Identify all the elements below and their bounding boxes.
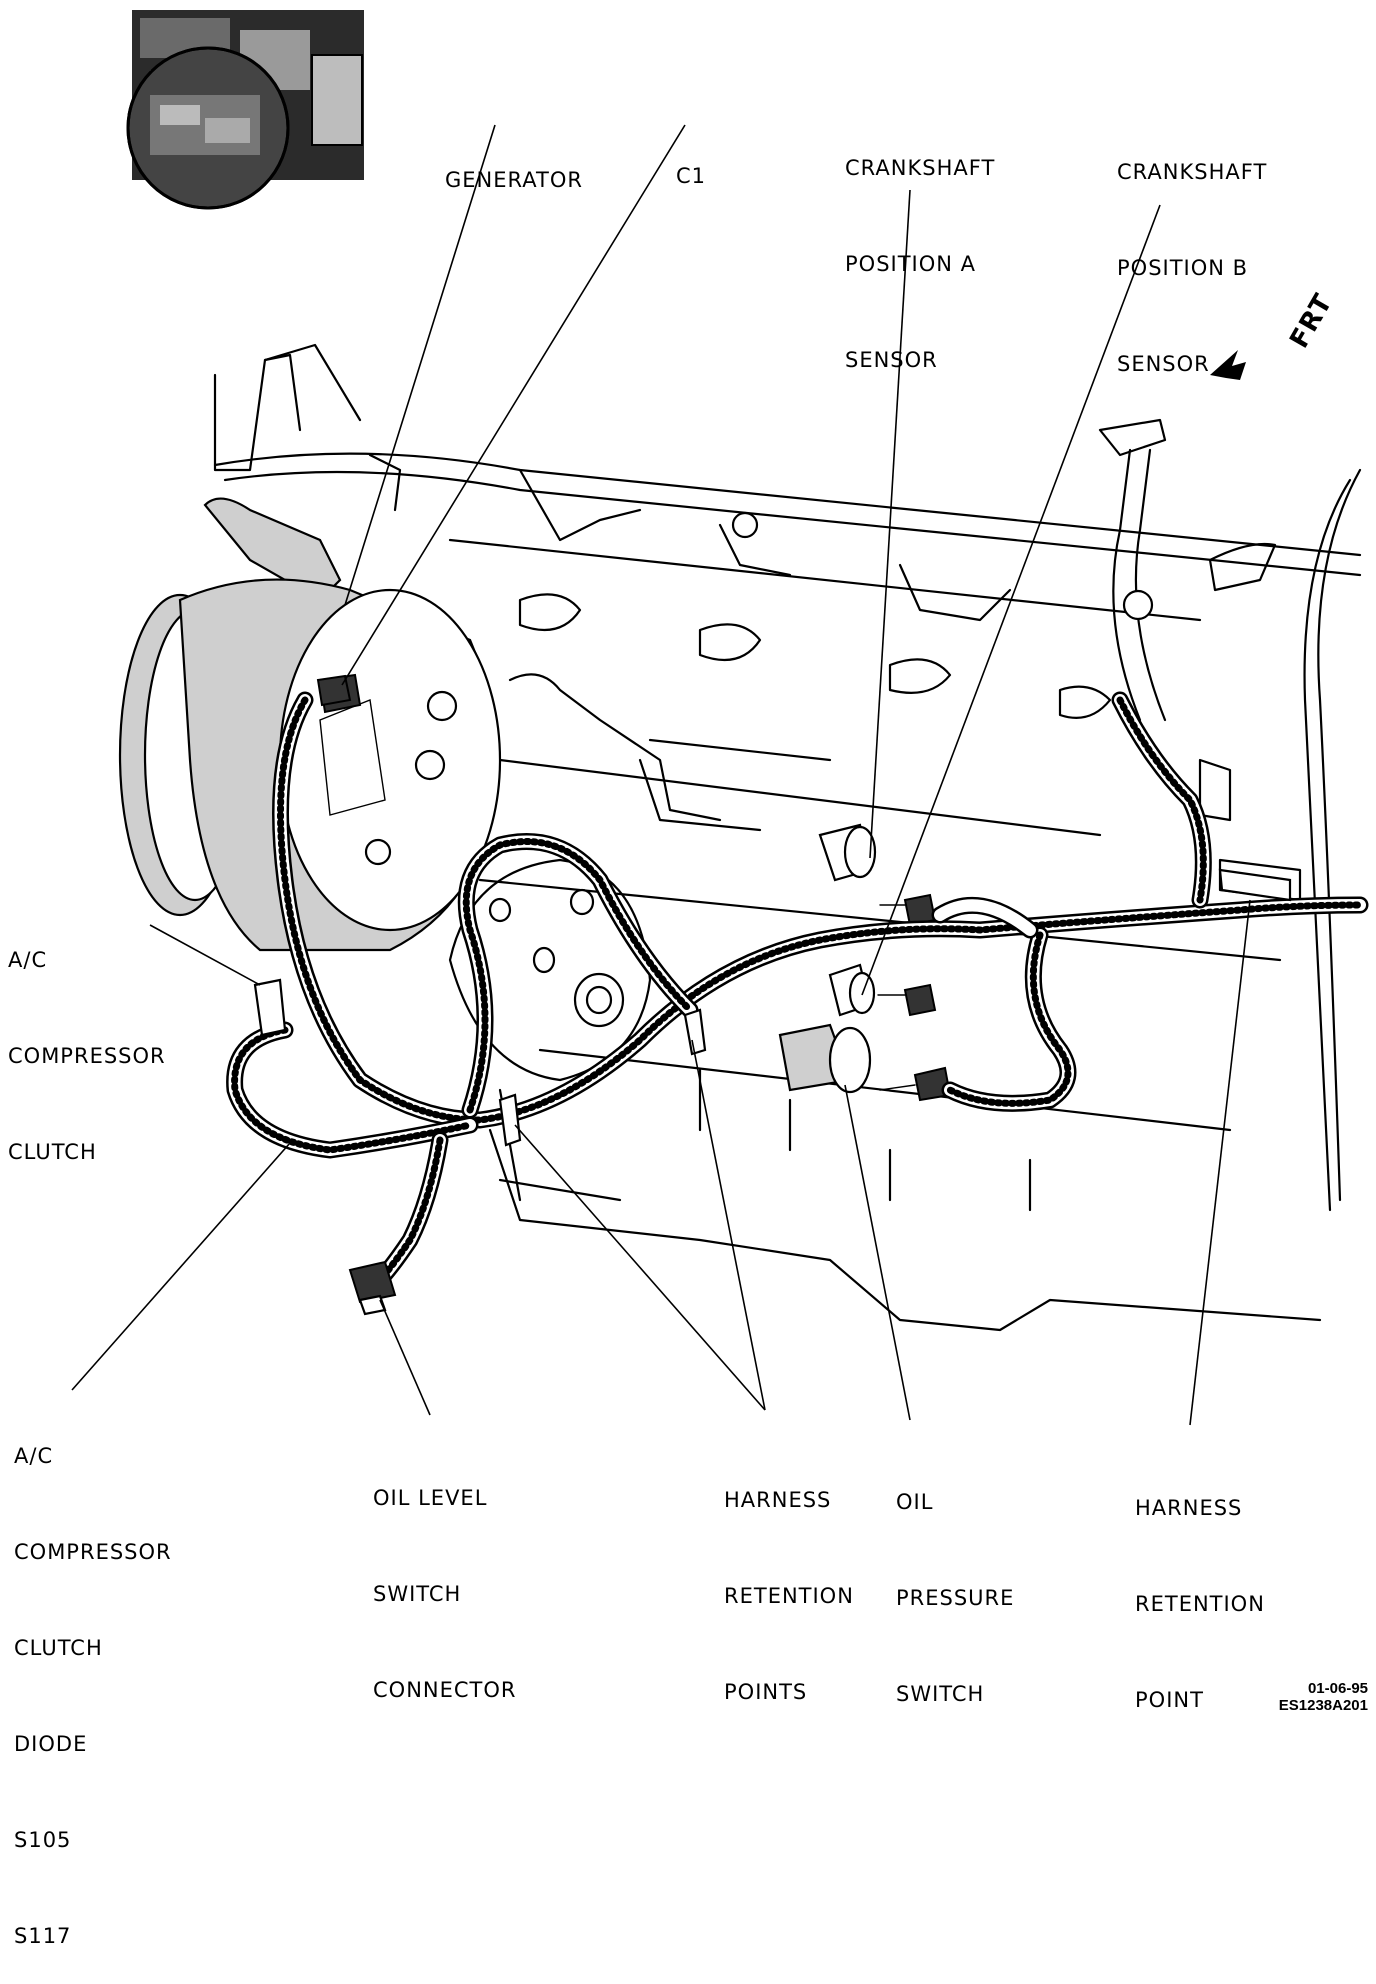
label-ac-compressor-clutch-diode: A/C COMPRESSOR CLUTCH DIODE S105 S117 [14, 1376, 172, 1984]
leader-harness-point [1189, 899, 1251, 1426]
label-generator: GENERATOR [445, 100, 583, 228]
engine-wiring-diagram [71, 10, 1369, 1426]
label-harness-retention-points: HARNESS RETENTION POINTS [724, 1420, 854, 1740]
leader-harness-points-2 [514, 1124, 766, 1411]
leader-crank-a [869, 189, 911, 859]
label-line: S105 [14, 1828, 72, 1852]
label-harness-retention-point: HARNESS RETENTION POINT [1135, 1428, 1265, 1748]
label-line: POSITION B [1117, 256, 1249, 280]
ac-compressor [448, 858, 652, 1082]
label-line: COMPRESSOR [14, 1540, 172, 1564]
stamp-date: 01-06-95 [1307, 1680, 1368, 1697]
leader-lines [71, 124, 1251, 1426]
label-line: A/C [14, 1444, 54, 1468]
label-line: A/C [8, 948, 48, 972]
label-line: CLUTCH [8, 1140, 97, 1164]
label-crankshaft-position-a-sensor: CRANKSHAFT POSITION A SENSOR [845, 88, 995, 408]
label-c1-line: C1 [676, 164, 707, 188]
label-line: CLUTCH [14, 1636, 103, 1660]
label-line: SWITCH [373, 1582, 462, 1606]
label-line: HARNESS [724, 1488, 832, 1512]
label-line: DIODE [14, 1732, 88, 1756]
label-c1: C1 [676, 96, 706, 224]
label-line: HARNESS [1135, 1496, 1243, 1520]
label-line: SENSOR [1117, 352, 1210, 376]
label-line: S117 [14, 1924, 72, 1948]
label-ac-compressor-clutch: A/C COMPRESSOR CLUTCH [8, 880, 166, 1200]
label-line: SWITCH [896, 1682, 985, 1706]
leader-c1 [341, 124, 686, 686]
leader-oil-level [379, 1299, 431, 1416]
leader-harness-points-1 [691, 1039, 766, 1411]
generator [118, 497, 502, 952]
locator-inset [126, 10, 364, 210]
leader-oil-pressure [844, 1084, 911, 1421]
wiring-harness [226, 674, 1369, 1316]
engine-block [213, 343, 1362, 1332]
label-line: RETENTION [724, 1584, 854, 1608]
label-oil-pressure-switch: OIL PRESSURE SWITCH [896, 1422, 1014, 1742]
label-line: CRANKSHAFT [845, 156, 996, 180]
leader-generator [344, 124, 496, 606]
label-line: POINTS [724, 1680, 808, 1704]
label-oil-level-switch-connector: OIL LEVEL SWITCH CONNECTOR [373, 1418, 517, 1738]
sensors [778, 823, 952, 1102]
label-line: CRANKSHAFT [1117, 160, 1268, 184]
leader-ac-clutch [149, 924, 261, 986]
date-stamp: 01-06-95 ES1238A201 [1279, 1680, 1368, 1714]
label-line: OIL LEVEL [373, 1486, 488, 1510]
label-line: OIL [896, 1490, 934, 1514]
leader-crank-b [861, 204, 1161, 996]
label-line: SENSOR [845, 348, 938, 372]
label-line: POSITION A [845, 252, 977, 276]
label-crankshaft-position-b-sensor: CRANKSHAFT POSITION B SENSOR [1117, 92, 1267, 412]
leader-ac-diode [71, 1142, 291, 1391]
label-line: RETENTION [1135, 1592, 1265, 1616]
front-arrow [1210, 350, 1246, 380]
label-line: CONNECTOR [373, 1678, 517, 1702]
label-line: PRESSURE [896, 1586, 1015, 1610]
label-line: POINT [1135, 1688, 1204, 1712]
label-generator-line: GENERATOR [445, 168, 583, 192]
label-line: COMPRESSOR [8, 1044, 166, 1068]
stamp-id: ES1238A201 [1278, 1697, 1368, 1714]
